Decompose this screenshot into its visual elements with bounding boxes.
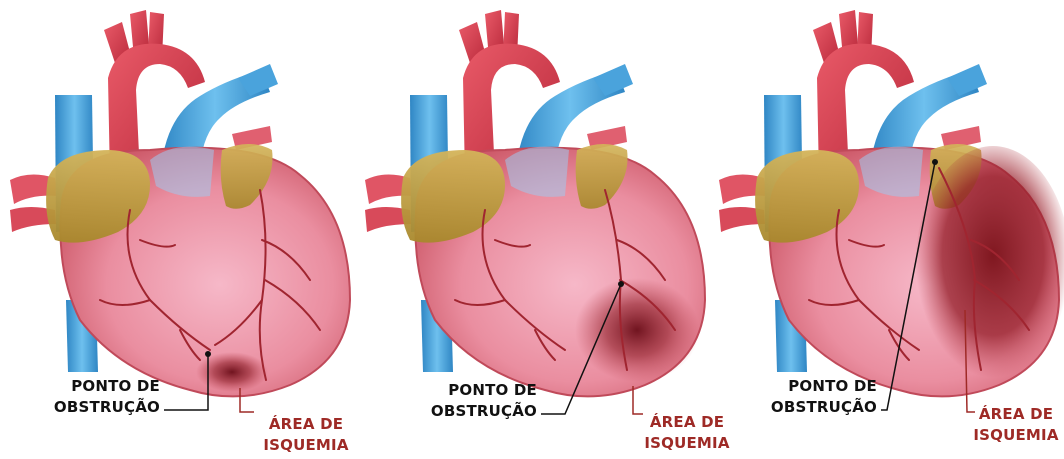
obstruction-label-line1: PONTO DE (753, 376, 877, 397)
obstruction-label-line1: PONTO DE (417, 380, 537, 401)
ischemia-label-line1: ÁREA DE (969, 404, 1063, 425)
ischemia-area (575, 278, 699, 382)
ischemia-label: ÁREA DE ISQUEMIA (258, 414, 354, 456)
ischemia-area (915, 146, 1064, 390)
ischemia-leader-line (633, 386, 643, 414)
heart-panel-3: PONTO DE OBSTRUÇÃO ÁREA DE ISQUEMIA (709, 0, 1064, 459)
ischemia-label: ÁREA DE ISQUEMIA (969, 404, 1063, 446)
obstruction-label-line1: PONTO DE (40, 376, 160, 397)
ischemia-label-line2: ISQUEMIA (969, 425, 1063, 446)
obstruction-label-line2: OBSTRUÇÃO (753, 397, 877, 418)
ischemia-area (196, 352, 268, 392)
heart-panel-2: PONTO DE OBSTRUÇÃO ÁREA DE ISQUEMIA (355, 0, 710, 459)
obstruction-label: PONTO DE OBSTRUÇÃO (417, 380, 537, 422)
obstruction-label-line2: OBSTRUÇÃO (40, 397, 160, 418)
obstruction-label: PONTO DE OBSTRUÇÃO (753, 376, 877, 418)
ischemia-label-line2: ISQUEMIA (258, 435, 354, 456)
heart-panel-1: PONTO DE OBSTRUÇÃO ÁREA DE ISQUEMIA (0, 0, 355, 459)
ischemia-label-line1: ÁREA DE (258, 414, 354, 435)
obstruction-label-line2: OBSTRUÇÃO (417, 401, 537, 422)
obstruction-label: PONTO DE OBSTRUÇÃO (40, 376, 160, 418)
